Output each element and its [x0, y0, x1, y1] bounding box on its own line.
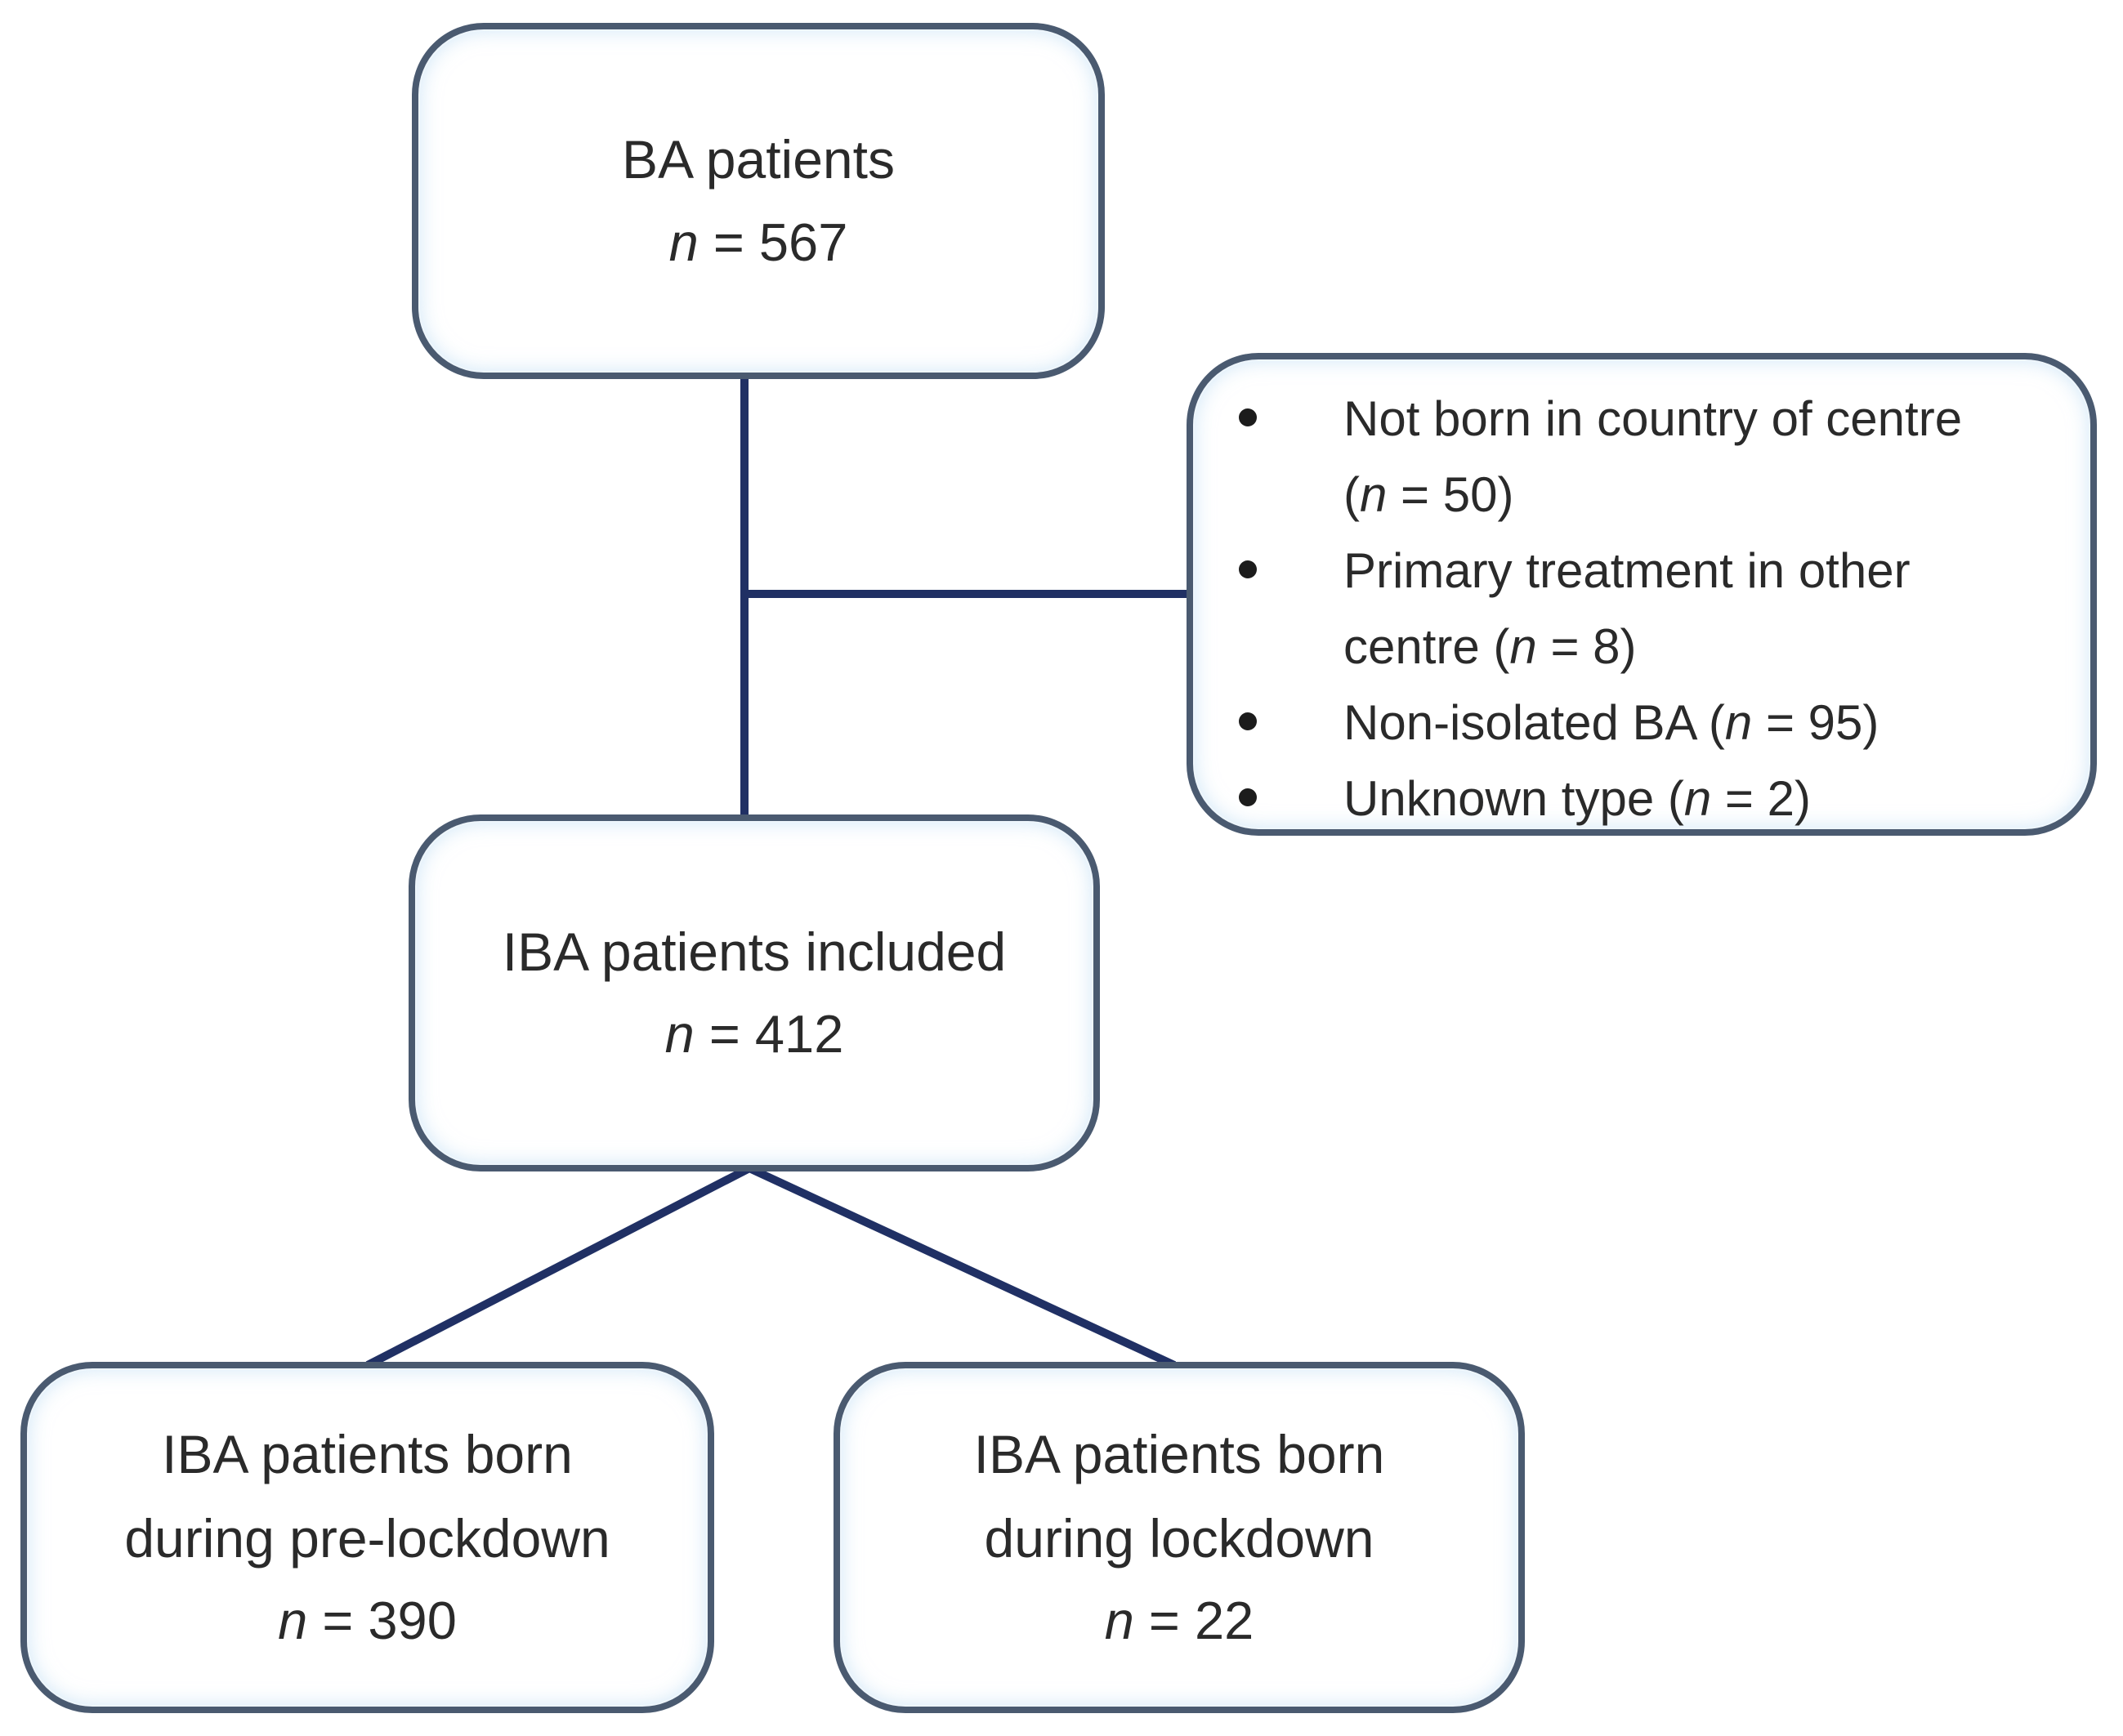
box-ba-patients: BA patients n = 567: [412, 23, 1105, 379]
bullet-icon: [1227, 381, 1343, 426]
n-value: = 2): [1711, 771, 1811, 826]
n-value: = 567: [698, 212, 848, 272]
box-title-line1: IBA patients born: [162, 1424, 573, 1485]
n-value: = 8): [1536, 619, 1637, 674]
n-symbol: n: [278, 1590, 308, 1650]
connector-included-to-lockdown: [747, 1164, 1177, 1369]
exclusion-text: Primary treatment in other centre (n = 8…: [1343, 533, 1981, 685]
exclusion-item-unknown-type: Unknown type (n = 2): [1227, 761, 2066, 837]
n-symbol: n: [1683, 771, 1712, 826]
n-value: = 412: [694, 1004, 844, 1064]
exclusion-reason: Unknown type (: [1343, 771, 1684, 826]
n-value: = 95): [1752, 695, 1879, 750]
n-symbol: n: [1104, 1590, 1134, 1650]
box-title-line2: during pre-lockdown: [124, 1507, 610, 1569]
exclusion-list: Not born in country of centre (n = 50) P…: [1227, 381, 2066, 837]
exclusion-reason: Not born in country of centre (: [1343, 391, 1963, 522]
exclusion-text: Not born in country of centre (n = 50): [1343, 381, 1981, 533]
exclusion-text: Non-isolated BA (n = 95): [1343, 685, 1879, 761]
n-symbol: n: [1509, 619, 1537, 674]
box-title: BA patients: [622, 129, 895, 190]
exclusion-item-primary-treatment-other-centre: Primary treatment in other centre (n = 8…: [1227, 533, 2066, 685]
box-iba-lockdown: IBA patients born during lockdown n = 22: [834, 1362, 1525, 1713]
bullet-icon: [1227, 761, 1343, 806]
n-value: = 50): [1387, 467, 1514, 522]
n-count: n = 412: [665, 993, 844, 1076]
box-iba-included: IBA patients included n = 412: [409, 814, 1100, 1171]
box-title: IBA patients included: [502, 921, 1007, 982]
bullet-icon: [1227, 685, 1343, 730]
bullet-icon: [1227, 533, 1343, 578]
box-title-line1: IBA patients born: [973, 1424, 1385, 1485]
exclusion-reason: Primary treatment in other centre (: [1343, 543, 1911, 674]
n-symbol: n: [668, 212, 699, 272]
n-count: n = 390: [278, 1580, 457, 1662]
exclusion-item-not-born-in-country: Not born in country of centre (n = 50): [1227, 381, 2066, 533]
box-title-line2: during lockdown: [984, 1507, 1374, 1569]
n-symbol: n: [664, 1004, 695, 1064]
exclusion-text: Unknown type (n = 2): [1343, 761, 1811, 837]
box-iba-pre-lockdown: IBA patients born during pre-lockdown n …: [20, 1362, 714, 1713]
n-symbol: n: [1724, 695, 1753, 750]
n-count: n = 22: [1105, 1580, 1254, 1662]
connector-included-to-pre-lockdown: [365, 1164, 752, 1369]
exclusion-reason: Non-isolated BA (: [1343, 695, 1725, 750]
n-count: n = 567: [669, 202, 848, 284]
exclusion-item-non-isolated-ba: Non-isolated BA (n = 95): [1227, 685, 2066, 761]
box-exclusions: Not born in country of centre (n = 50) P…: [1187, 353, 2097, 836]
n-symbol: n: [1359, 467, 1388, 522]
n-value: = 22: [1133, 1590, 1254, 1650]
n-value: = 390: [307, 1590, 457, 1650]
